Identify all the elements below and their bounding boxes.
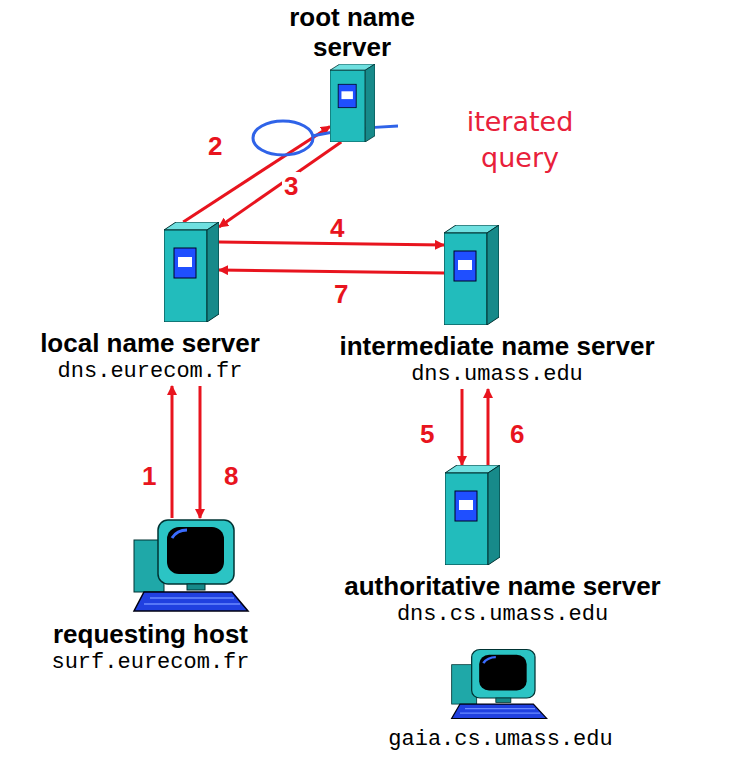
host-name: dns.eurecom.fr: [40, 358, 260, 386]
query-arrow: [171, 386, 174, 518]
name-server: authoritative name serverdns.cs.umass.ed…: [344, 465, 661, 629]
step-number: 3: [282, 172, 300, 200]
server-icon: [164, 222, 219, 322]
host-name: surf.eurecom.fr: [51, 649, 250, 677]
query-arrow: [219, 242, 444, 245]
server-icon: [444, 225, 499, 325]
callout-note: iterated query: [440, 104, 600, 176]
server-label: root name server: [267, 2, 437, 62]
step-number: 8: [222, 462, 240, 490]
name-server: intermediate name serverdns.umass.edu: [339, 225, 655, 389]
step-number: 6: [508, 420, 526, 448]
step-number: 4: [328, 214, 346, 242]
query-arrow: [461, 389, 464, 465]
host-name: gaia.cs.umass.edu: [388, 726, 613, 754]
server-icon: [330, 64, 375, 142]
computer-icon: [132, 518, 252, 613]
computer-icon: [450, 648, 550, 720]
step-number: 7: [332, 280, 350, 308]
server-label: authoritative name server: [344, 571, 661, 601]
server-label: intermediate name server: [339, 331, 655, 361]
step-number: 1: [140, 462, 158, 490]
server-label: local name server: [40, 328, 260, 358]
name-server: root name server: [267, 2, 437, 142]
host-computer: gaia.cs.umass.edu: [388, 648, 613, 754]
server-label: requesting host: [51, 619, 250, 649]
name-server: local name serverdns.eurecom.fr: [40, 222, 260, 386]
query-arrow: [487, 389, 490, 465]
step-number: 5: [418, 420, 436, 448]
query-arrow: [199, 386, 202, 518]
host-name: dns.cs.umass.edu: [344, 601, 661, 629]
host-name: dns.umass.edu: [339, 361, 655, 389]
query-arrow: [219, 270, 444, 273]
server-icon: [445, 465, 500, 565]
step-number: 2: [206, 132, 224, 160]
host-computer: requesting hostsurf.eurecom.fr: [51, 518, 250, 677]
callout-ellipse: [253, 121, 313, 155]
query-arrow: [183, 126, 330, 222]
